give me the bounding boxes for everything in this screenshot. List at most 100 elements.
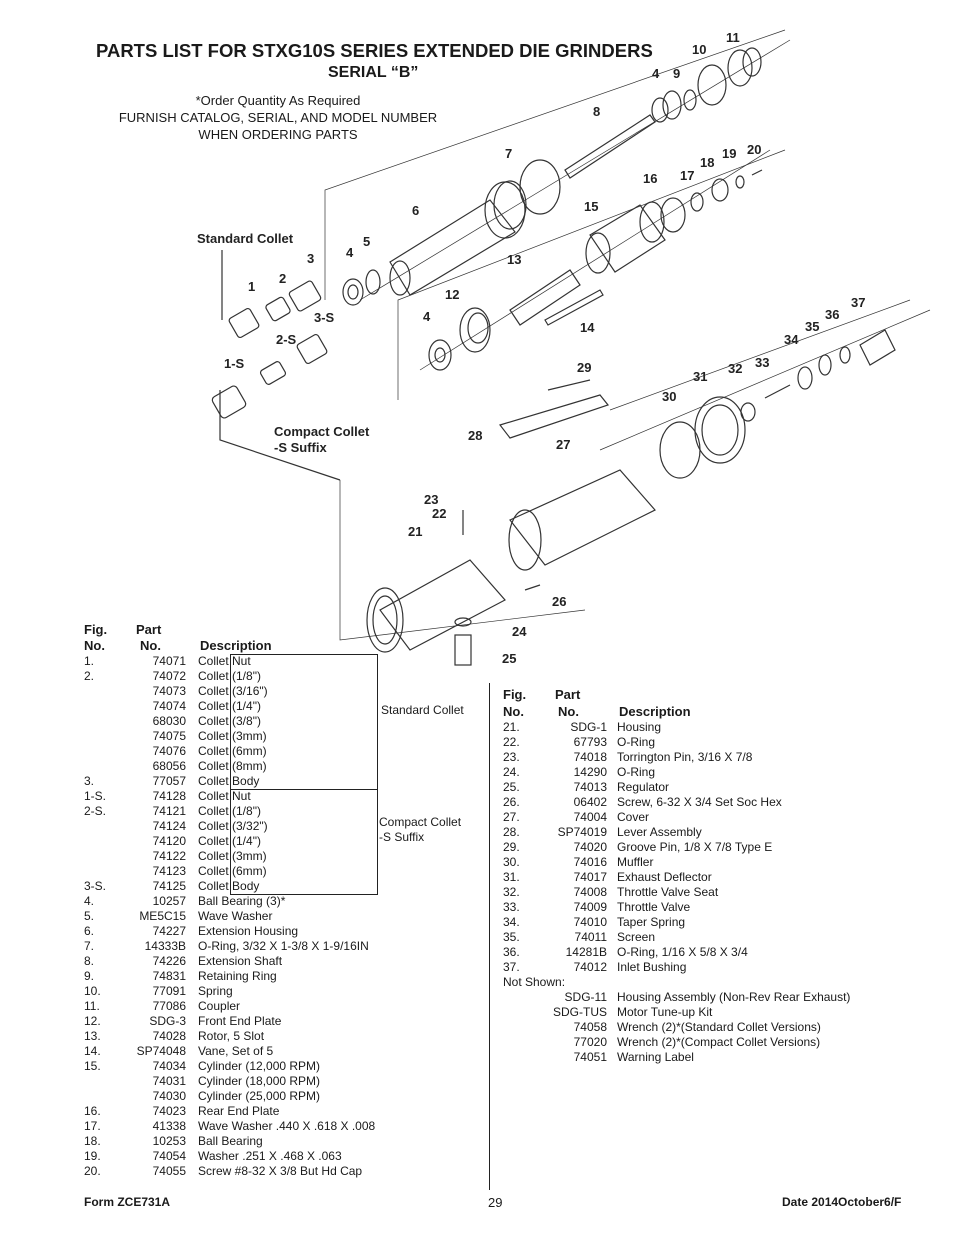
fig-number: 1-S. — [84, 789, 107, 803]
part-number: 14333B — [144, 939, 186, 953]
part-number: 77057 — [152, 774, 186, 788]
callout-33: 33 — [755, 355, 769, 370]
fig-number: 11. — [84, 999, 100, 1013]
fig-number: 6. — [84, 924, 95, 938]
fig-number: 32. — [503, 885, 520, 899]
part-description: Screw, 6-32 X 3/4 Set Soc Hex — [617, 795, 782, 809]
fig-number: 37. — [503, 960, 520, 974]
fig-number: 23. — [503, 750, 520, 764]
callout-25: 25 — [502, 651, 516, 666]
callout-11: 11 — [726, 30, 740, 45]
s-suffix-group-label: -S Suffix — [379, 830, 425, 844]
part-description: Front End Plate — [198, 1014, 282, 1028]
s-suffix-label: -S Suffix — [274, 440, 327, 455]
part-number: 74058 — [573, 1020, 607, 1034]
standard-collet-group-label: Standard Collet — [381, 703, 464, 717]
part-description: Cylinder (12,000 RPM) — [198, 1059, 321, 1073]
part-number: 74226 — [152, 954, 186, 968]
part-description: Cylinder (25,000 RPM) — [198, 1089, 321, 1103]
part-number: 74120 — [152, 834, 186, 848]
part-description: Motor Tune-up Kit — [617, 1005, 713, 1019]
callout-18: 18 — [700, 155, 714, 170]
callout-35: 35 — [805, 319, 819, 334]
table-row: 74058 Wrench (2)*(Standard Collet Version… — [503, 1020, 933, 1035]
fig-number: 2. — [84, 669, 95, 683]
col-header-fig-no-right: No. — [503, 704, 524, 719]
part-number: 74013 — [573, 780, 607, 794]
callout-23: 23 — [424, 492, 438, 507]
fig-number: 4. — [84, 894, 95, 908]
fig-number: 13. — [84, 1029, 101, 1043]
part-description: Torrington Pin, 3/16 X 7/8 — [617, 750, 753, 764]
part-number: 74122 — [152, 849, 186, 863]
callout-26: 26 — [552, 594, 566, 609]
fig-number: 28. — [503, 825, 520, 839]
part-description: Screen — [617, 930, 656, 944]
exploded-parts-diagram: Standard Collet Compact Collet -S Suffix… — [197, 29, 931, 666]
part-number: 74125 — [152, 879, 186, 893]
part-description: Wrench (2)*(Standard Collet Versions) — [617, 1020, 821, 1034]
part-number: 77020 — [573, 1035, 607, 1049]
fig-number: 34. — [503, 915, 520, 929]
col-header-fig: Fig. — [84, 622, 108, 637]
col-header-part: Part — [136, 622, 162, 637]
fig-number: 27. — [503, 810, 520, 824]
part-number: 74074 — [152, 699, 186, 713]
callout-8: 8 — [593, 104, 600, 119]
part-number: SP74048 — [136, 1044, 186, 1058]
callout-1s: 1-S — [224, 356, 245, 371]
part-description: Collet (3mm) — [198, 849, 267, 863]
fig-number: 2-S. — [84, 804, 107, 818]
part-description: Rear End Plate — [198, 1104, 280, 1118]
part-description: Muffler — [617, 855, 654, 869]
fig-number: 25. — [503, 780, 520, 794]
part-description: Collet (3/16") — [198, 684, 268, 698]
part-number: 74010 — [573, 915, 607, 929]
part-description: Cover — [617, 810, 650, 824]
fig-number: 21. — [503, 720, 520, 734]
callout-15: 15 — [584, 199, 598, 214]
fig-number: 15. — [84, 1059, 101, 1073]
part-description: Screw #8-32 X 3/8 But Hd Cap — [198, 1164, 363, 1178]
part-number: 74227 — [152, 924, 186, 938]
part-description: O-Ring — [617, 765, 656, 779]
callout-5: 5 — [363, 234, 370, 249]
callout-31: 31 — [693, 369, 707, 384]
part-number: 74016 — [573, 855, 607, 869]
part-number: 10253 — [152, 1134, 186, 1148]
callout-30: 30 — [662, 389, 676, 404]
part-number: 74023 — [152, 1104, 186, 1118]
callout-19: 19 — [722, 146, 736, 161]
note-line: FURNISH CATALOG, SERIAL, AND MODEL NUMBE… — [118, 110, 438, 125]
fig-number: 19. — [84, 1149, 101, 1163]
part-description: Collet (3mm) — [198, 729, 267, 743]
part-number: 74075 — [152, 729, 186, 743]
callout-32: 32 — [728, 361, 742, 376]
callout-21: 21 — [408, 524, 422, 539]
part-number: 74831 — [152, 969, 186, 983]
part-number: 74031 — [152, 1074, 186, 1088]
part-number: 74124 — [152, 819, 186, 833]
fig-number: 33. — [503, 900, 520, 914]
column-divider — [489, 683, 490, 1190]
